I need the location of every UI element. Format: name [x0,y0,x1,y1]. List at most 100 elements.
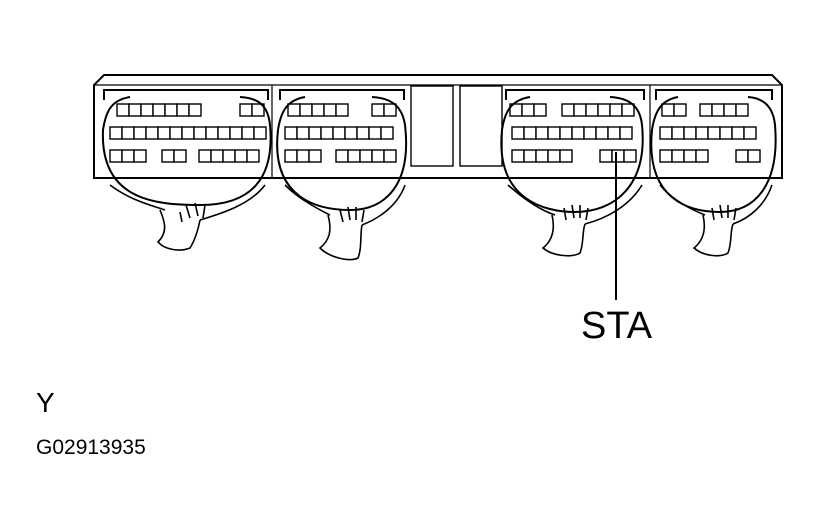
pin-cell [239,103,253,117]
pin-cell [533,103,547,117]
pin-cell [121,149,135,163]
pin-cell [371,149,385,163]
pin-cell [695,126,709,140]
pin-cell [308,149,322,163]
pin-cell [253,126,267,140]
pin-cell [659,149,673,163]
pin-cell [511,126,525,140]
pin-cell [176,103,190,117]
pin-row [116,103,202,117]
pin-cell [335,103,349,117]
pin-row [561,103,635,117]
pin-cell [683,126,697,140]
pin-cell [320,126,334,140]
pin-cell [344,126,358,140]
pin-cell [371,103,385,117]
pin-cell [623,149,637,163]
pin-cell [164,103,178,117]
pin-cell [585,103,599,117]
pin-cell [133,149,147,163]
connector-2 [276,89,408,212]
pin-cell [383,149,397,163]
pin-row [511,149,573,163]
pin-cell [161,149,175,163]
pin-cell [229,126,243,140]
pin-cell [210,149,224,163]
connector-1 [101,89,272,207]
pin-cell [707,126,721,140]
pin-cell [611,149,625,163]
wire-harness-3 [507,184,643,257]
pin-cell [332,126,346,140]
pin-cell [246,149,260,163]
pin-cell [234,149,248,163]
pin-cell [217,126,231,140]
pin-row [661,103,687,117]
pin-cell [188,103,202,117]
pin-cell [359,149,373,163]
pin-cell [523,126,537,140]
pin-cell [380,126,394,140]
pin-cell [743,126,757,140]
pin-cell [284,126,298,140]
pin-cell [157,126,171,140]
pin-cell [573,103,587,117]
figure-code: G02913935 [36,436,146,459]
pin-row [284,126,394,140]
pin-cell [323,103,337,117]
pin-row [735,149,761,163]
pin-cell [695,149,709,163]
pin-cell [335,149,349,163]
pin-row [284,149,322,163]
pin-cell [559,126,573,140]
pin-row [371,103,397,117]
pin-cell [368,126,382,140]
pin-cell [661,103,675,117]
wire-harness-2 [284,184,406,261]
pin-row [198,149,260,163]
pin-cell [193,126,207,140]
pin-row [659,149,709,163]
pin-cell [561,103,575,117]
pin-cell [547,126,561,140]
pin-cell [308,126,322,140]
pin-cell [116,103,130,117]
pin-cell [731,126,745,140]
pin-cell [222,149,236,163]
pin-cell [287,103,301,117]
pin-cell [296,149,310,163]
pin-cell [133,126,147,140]
pin-cell [121,126,135,140]
pin-cell [356,126,370,140]
pin-cell [128,103,142,117]
pin-cell [205,126,219,140]
pin-cell [347,149,361,163]
center-blank-slots [410,85,503,167]
pin-cell [547,149,561,163]
pin-cell [296,126,310,140]
pin-cell [535,149,549,163]
pin-cell [521,103,535,117]
pin-cell [523,149,537,163]
pin-row [161,149,187,163]
pin-row [335,149,397,163]
connector-3 [500,89,645,214]
pin-cell [284,149,298,163]
pin-cell [699,103,713,117]
pin-cell [735,103,749,117]
pin-cell [723,103,737,117]
pin-cell [311,103,325,117]
pin-cell [109,126,123,140]
pin-row [109,149,147,163]
pin-cell [599,149,613,163]
pin-row [659,126,757,140]
pin-cell [140,103,154,117]
pin-cell [198,149,212,163]
pin-cell [169,126,183,140]
pin-cell [173,149,187,163]
pin-cell [747,149,761,163]
pin-row [699,103,749,117]
pin-cell [251,103,265,117]
pin-cell [711,103,725,117]
